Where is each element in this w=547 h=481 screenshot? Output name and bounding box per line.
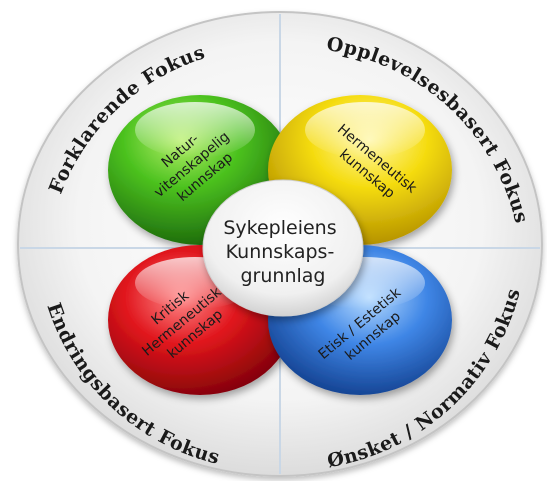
center-label: Sykepleiens Kunnskaps- grunnlag	[223, 217, 342, 287]
center-circle	[202, 179, 364, 317]
